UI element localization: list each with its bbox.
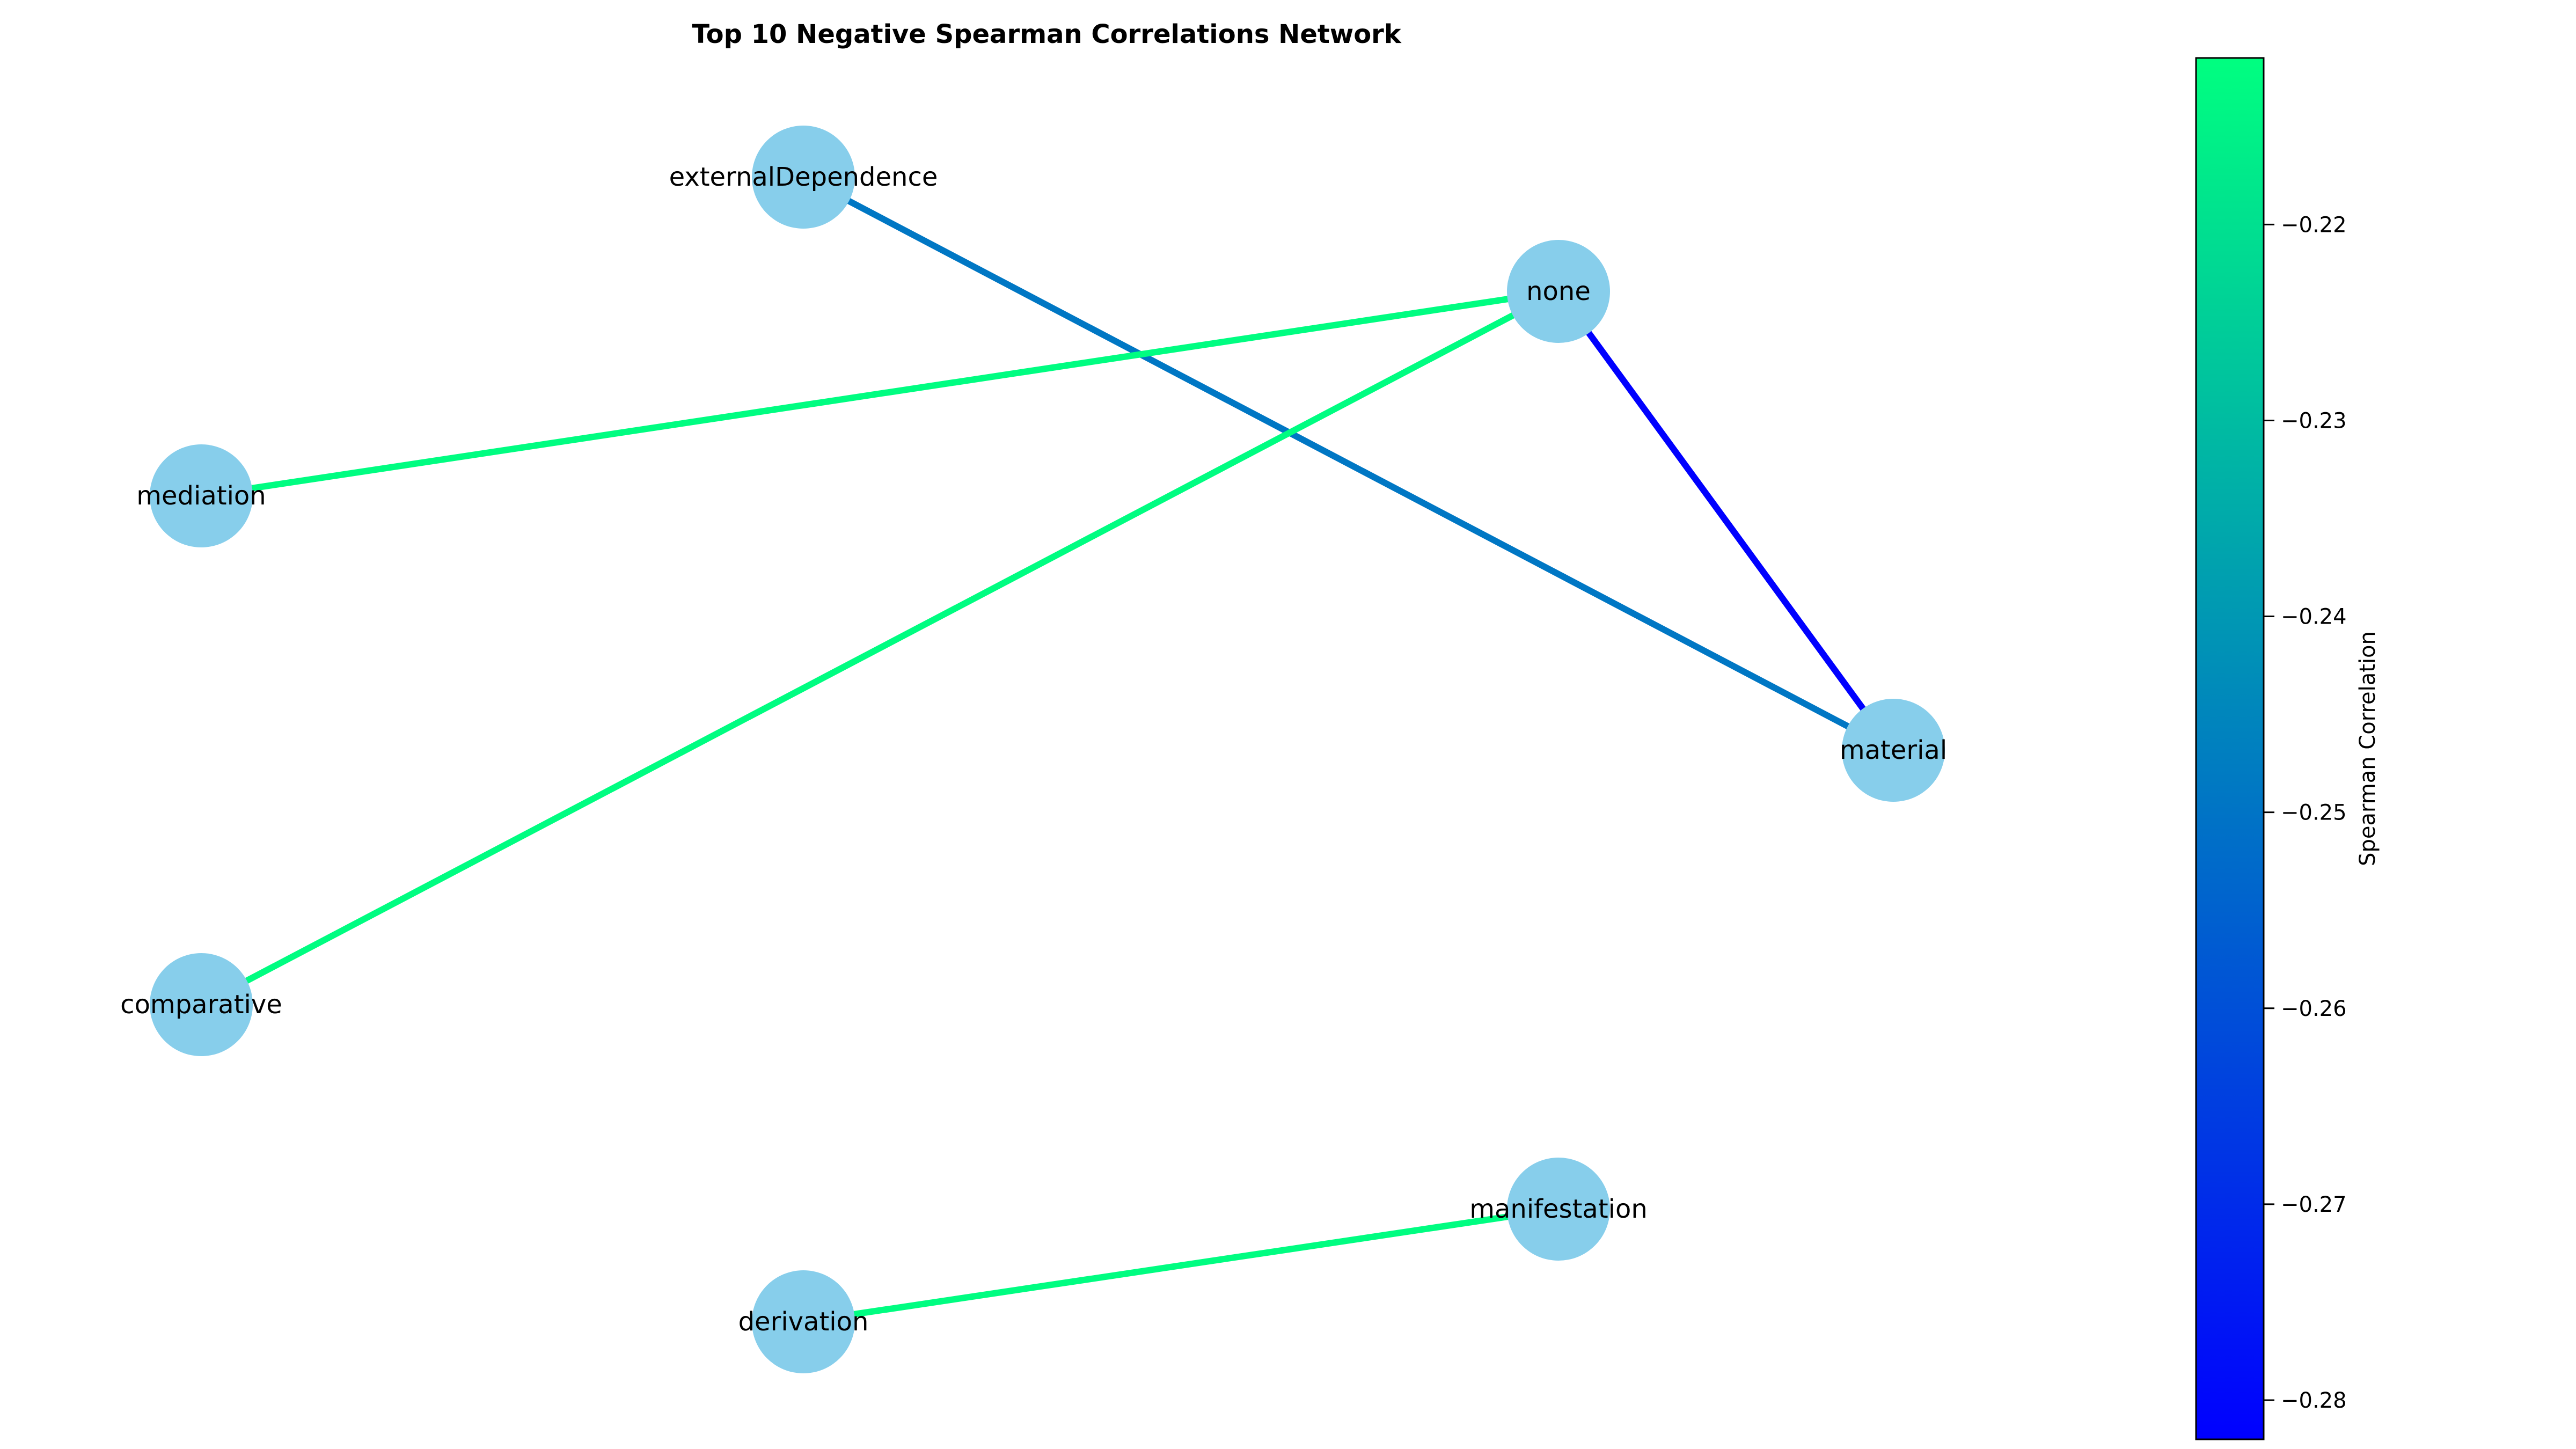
edges-layer (200, 174, 1896, 1325)
colorbar-tick-label: −0.24 (2281, 605, 2347, 630)
node-label-material: material (1840, 735, 1947, 765)
node-circle-material (1842, 699, 1945, 802)
chart-title: Top 10 Negative Spearman Correlations Ne… (692, 19, 1402, 49)
node-circle-derivation (752, 1270, 855, 1373)
node-circle-none (1507, 240, 1610, 343)
edge-externalDependence-material (802, 174, 1895, 753)
node-label-comparative: comparative (120, 990, 282, 1020)
colorbar-tick-label: −0.25 (2281, 801, 2347, 825)
node-comparative: comparative (120, 953, 282, 1056)
edge-none-mediation (201, 288, 1559, 499)
node-manifestation: manifestation (1469, 1158, 1648, 1261)
colorbar-tick-label: −0.26 (2281, 997, 2347, 1021)
node-label-none: none (1526, 276, 1591, 306)
node-none: none (1507, 240, 1610, 343)
node-circle-comparative (150, 953, 253, 1056)
node-material: material (1840, 699, 1947, 802)
colorbar: −0.22 −0.23 −0.24 −0.25 −0.26 −0.27 −0.28 Spea… (2195, 57, 2380, 1440)
colorbar-tick-label: −0.27 (2281, 1192, 2347, 1217)
colorbar-tick-label: −0.28 (2281, 1388, 2347, 1413)
node-mediation: mediation (136, 444, 266, 547)
nodes-layer: externalDependence none mediation material c… (120, 126, 1947, 1373)
node-externalDependence: externalDependence (669, 126, 938, 229)
edge-none-comparative (200, 288, 1560, 1008)
edge-none-material (1556, 289, 1896, 752)
colorbar-tick-label: −0.23 (2281, 408, 2347, 433)
node-label-externalDependence: externalDependence (669, 162, 938, 192)
node-label-mediation: mediation (136, 481, 266, 511)
node-derivation: derivation (738, 1270, 869, 1373)
edge-manifestation-derivation (803, 1206, 1559, 1325)
colorbar-label: Spearman Correlation (2355, 631, 2380, 866)
colorbar-tick-label: −0.22 (2281, 213, 2347, 237)
node-label-derivation: derivation (738, 1307, 869, 1337)
node-circle-externalDependence (752, 126, 855, 229)
colorbar-gradient (2195, 57, 2265, 1440)
colorbar-ticks: −0.22 −0.23 −0.24 −0.25 −0.26 −0.27 −0.28 (2264, 213, 2347, 1413)
node-circle-mediation (150, 444, 253, 547)
node-label-manifestation: manifestation (1469, 1194, 1648, 1224)
node-circle-manifestation (1507, 1158, 1610, 1261)
